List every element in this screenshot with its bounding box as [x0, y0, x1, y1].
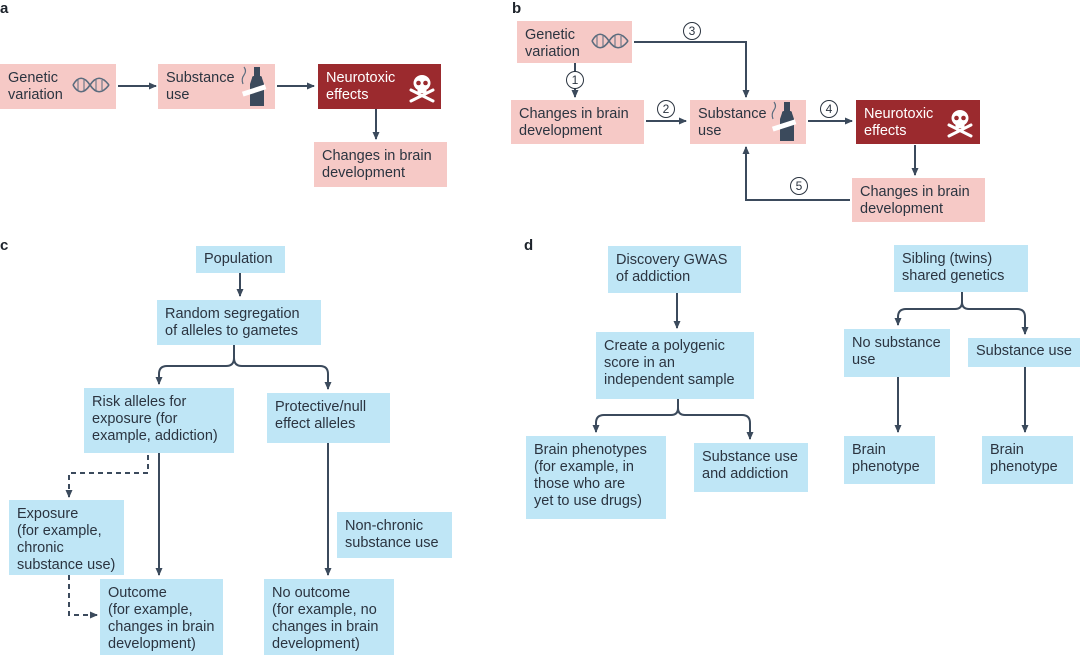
- a-genetic-variation-box: Genetic variation: [0, 64, 116, 109]
- a-neurotoxic-label: Neurotoxic effects: [326, 70, 396, 103]
- b-genetic-variation-label: Genetic variation: [525, 27, 580, 60]
- c-random-segregation-box: Random segregation of alleles to gametes: [157, 300, 321, 345]
- bottle-cigarette-icon: [771, 101, 797, 141]
- panel-label-d: d: [524, 237, 534, 254]
- d-substance-addiction-label: Substance use and addiction: [702, 449, 798, 482]
- c-risk-alleles-label: Risk alleles for exposure (for example, …: [92, 394, 218, 444]
- c-nonchronic-label: Non-chronic substance use: [345, 518, 439, 551]
- dna-icon: [591, 33, 629, 49]
- b-neurotoxic-effects-box: Neurotoxic effects: [856, 100, 980, 144]
- a-changes-brain-label: Changes in brain development: [322, 148, 432, 181]
- c-no-outcome-label: No outcome (for example, no changes in b…: [272, 585, 379, 652]
- d-substance-use-box: Substance use: [968, 338, 1080, 367]
- d-brain-phenotype-2-box: Brain phenotype: [982, 436, 1073, 484]
- b-genetic-variation-box: Genetic variation: [517, 21, 632, 63]
- a-substance-use-box: Substance use: [158, 64, 275, 109]
- d-brain-phenotype-2-label: Brain phenotype: [990, 442, 1058, 475]
- d-substance-addiction-box: Substance use and addiction: [694, 443, 808, 492]
- c-nonchronic-box: Non-chronic substance use: [337, 512, 452, 558]
- panel-label-a: a: [0, 0, 9, 17]
- panel-label-b: b: [512, 0, 522, 17]
- skull-crossbones-icon: [947, 110, 973, 138]
- arrow-b3: [634, 41, 750, 98]
- step-1-badge: 1: [566, 71, 584, 89]
- c-protective-alleles-box: Protective/null effect alleles: [267, 393, 390, 443]
- c-no-outcome-box: No outcome (for example, no changes in b…: [264, 579, 394, 655]
- a-genetic-variation-label: Genetic variation: [8, 70, 63, 103]
- dashed-c-risk-exposure: [65, 455, 149, 498]
- c-population-label: Population: [204, 251, 273, 267]
- d-sibling-label: Sibling (twins) shared genetics: [902, 251, 1005, 284]
- bracket-d2: [894, 292, 963, 326]
- c-exposure-label: Exposure (for example, chronic substance…: [17, 506, 116, 573]
- c-protective-alleles-label: Protective/null effect alleles: [275, 399, 367, 432]
- d-no-substance-label: No substance use: [852, 335, 941, 368]
- d-polygenic-box: Create a polygenic score in an independe…: [596, 332, 754, 399]
- d-gwas-box: Discovery GWAS of addiction: [608, 246, 741, 293]
- step-3-badge: 3: [683, 22, 701, 40]
- b-substance-use-label: Substance use: [698, 106, 767, 139]
- c-outcome-label: Outcome (for example, changes in brain d…: [108, 585, 215, 652]
- d-no-substance-box: No substance use: [844, 329, 950, 377]
- c-risk-alleles-box: Risk alleles for exposure (for example, …: [84, 388, 234, 453]
- b-substance-use-box: Substance use: [690, 100, 806, 144]
- a-changes-brain-box: Changes in brain development: [314, 142, 447, 187]
- d-brain-phenotypes-label: Brain phenotypes (for example, in those …: [534, 442, 647, 509]
- d-substance-use-label: Substance use: [976, 343, 1072, 359]
- d-brain-phenotype-1-box: Brain phenotype: [844, 436, 935, 484]
- c-population-box: Population: [196, 246, 285, 273]
- panel-label-c: c: [0, 237, 9, 254]
- c-random-segregation-label: Random segregation of alleles to gametes: [165, 306, 300, 339]
- step-4-badge: 4: [820, 100, 838, 118]
- dna-icon: [72, 77, 110, 93]
- arrow-b5: [742, 146, 850, 201]
- c-outcome-box: Outcome (for example, changes in brain d…: [100, 579, 223, 655]
- step-5-badge: 5: [790, 177, 808, 195]
- a-substance-use-label: Substance use: [166, 70, 235, 103]
- bracket-d: [592, 399, 679, 433]
- c-exposure-box: Exposure (for example, chronic substance…: [9, 500, 124, 575]
- d-brain-phenotypes-box: Brain phenotypes (for example, in those …: [526, 436, 666, 519]
- a-neurotoxic-effects-box: Neurotoxic effects: [318, 64, 441, 109]
- d-polygenic-label: Create a polygenic score in an independe…: [604, 338, 735, 388]
- step-2-badge: 2: [657, 100, 675, 118]
- bottle-cigarette-icon: [241, 66, 267, 106]
- b-changes-brain-bottom-label: Changes in brain development: [860, 184, 970, 217]
- bracket-c: [155, 345, 235, 385]
- b-changes-brain-top-box: Changes in brain development: [511, 100, 644, 144]
- b-changes-brain-bottom-box: Changes in brain development: [852, 178, 985, 222]
- skull-crossbones-icon: [409, 75, 435, 103]
- dashed-c-exposure-outcome: [68, 575, 98, 619]
- b-changes-brain-top-label: Changes in brain development: [519, 106, 629, 139]
- d-sibling-box: Sibling (twins) shared genetics: [894, 245, 1028, 292]
- b-neurotoxic-label: Neurotoxic effects: [864, 106, 934, 139]
- d-brain-phenotype-1-label: Brain phenotype: [852, 442, 920, 475]
- d-gwas-label: Discovery GWAS of addiction: [616, 252, 728, 285]
